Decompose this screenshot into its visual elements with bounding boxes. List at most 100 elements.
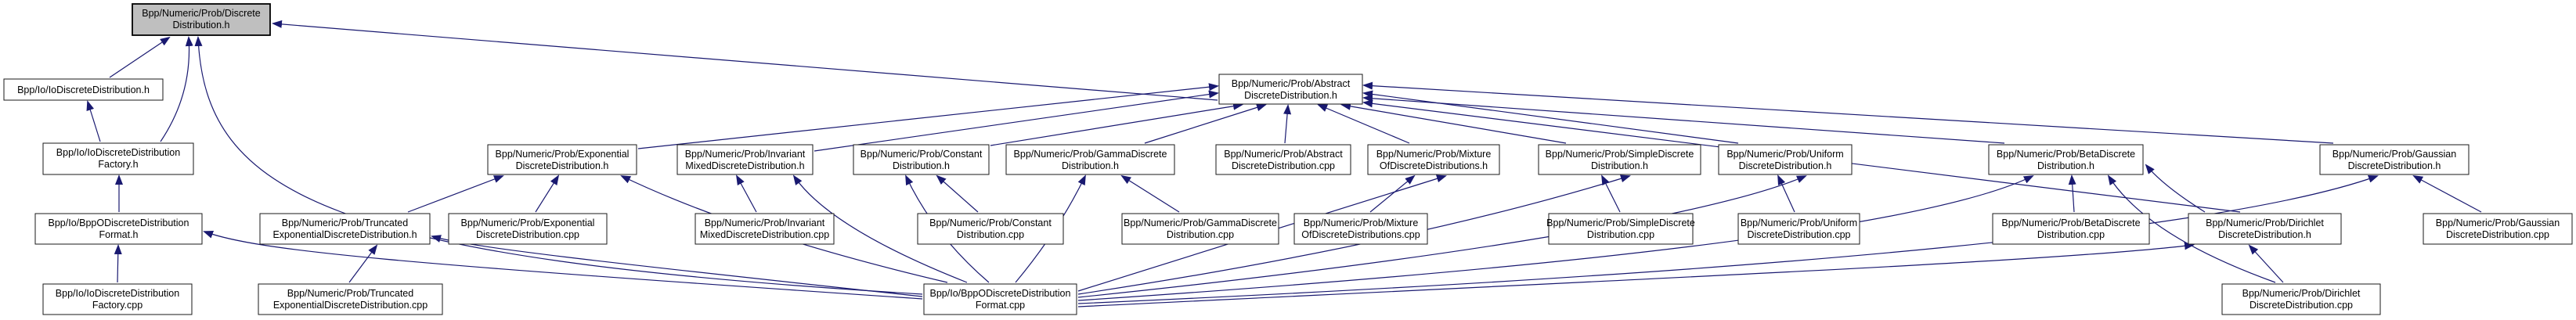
node-box[interactable] [1988,144,2144,175]
include-edge-n12-to-n2 [1362,94,2005,144]
node-box[interactable] [1538,144,1701,175]
node-box[interactable] [487,144,637,175]
node-box[interactable] [1737,213,1860,245]
node-box[interactable] [1005,144,1175,175]
node-box[interactable] [1718,144,1853,175]
node-box[interactable] [3,78,164,101]
include-edge-n10-to-n2 [1340,102,1567,144]
include-edge-n5-to-n2 [814,90,1219,152]
node-box[interactable] [42,142,194,175]
include-edge-n8-to-n2 [1283,104,1292,144]
node-box[interactable] [1992,213,2150,245]
include-edge-n28-to-n5 [792,174,968,283]
include-edge-n24-to-n12 [2145,164,2206,213]
node-box[interactable] [1293,213,1428,245]
include-edge-n23-to-n12 [2068,174,2076,213]
node-box[interactable] [923,283,1077,315]
include-edge-n28-to-n15 [431,235,923,297]
include-edge-n2-to-n0 [272,20,1218,101]
include-edge-n22-to-n11 [1777,174,1795,213]
node-box[interactable] [676,144,814,175]
root-node-box [132,3,271,36]
node-box[interactable] [1367,144,1500,175]
node-box[interactable] [448,213,608,245]
node-box[interactable] [2319,144,2470,175]
node-label: Bpp/Io/IoDiscreteDistribution.h [17,84,150,95]
include-edge-n3-to-n1 [86,100,101,142]
node-box[interactable] [42,283,193,315]
include-edge-n19-to-n7 [1120,174,1180,213]
graph-node-bpp-io-iodiscretedistribution-h[interactable]: Bpp/Io/IoDiscreteDistribution.h [3,78,164,101]
node-box[interactable] [2423,213,2573,245]
include-edge-n1-to-n0 [109,36,171,78]
include-edge-n15-to-n4 [407,175,504,213]
node-box[interactable] [1121,213,1279,245]
node-box[interactable] [1548,213,1694,245]
node-box[interactable] [2188,213,2342,245]
node-box[interactable] [258,283,443,315]
node-box[interactable] [34,213,203,245]
node-box[interactable] [695,213,835,245]
include-edge-n9-to-n2 [1317,104,1410,144]
include-edge-n26-to-n14 [114,244,122,283]
include-edge-n28-to-n12 [1077,175,2034,301]
include-edge-n18-to-n6 [936,174,979,213]
include-edge-n27-to-n15 [348,244,378,283]
node-box[interactable] [2221,283,2381,315]
node-box[interactable] [853,144,990,175]
node-box[interactable] [917,213,1064,245]
node-box[interactable] [1215,144,1351,175]
node-box[interactable] [259,213,431,245]
include-edge-n29-to-n12 [2107,174,2276,283]
node-box[interactable] [1218,74,1363,105]
